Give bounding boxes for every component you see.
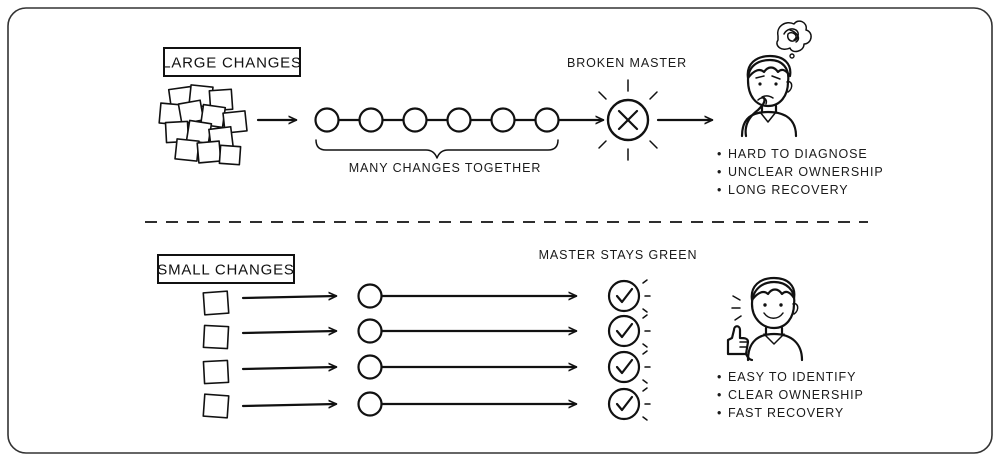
change-circle [534,107,560,133]
small-changes-benefits: • EASY TO IDENTIFY • CLEAR OWNERSHIP • F… [717,370,864,420]
small-change-row [202,314,651,350]
change-circle [490,107,516,133]
change-circle [402,107,428,133]
change-circle [358,107,384,133]
consequence-item: UNCLEAR OWNERSHIP [728,165,884,179]
check-circle-icon [607,387,651,421]
diagram-frame [7,7,993,454]
consequence-item: HARD TO DIAGNOSE [728,147,868,161]
thumbs-up-person-icon [726,276,804,362]
benefit-item: EASY TO IDENTIFY [728,370,856,384]
x-circle-icon [586,79,665,161]
check-circle-icon [607,279,651,313]
bullet-dot: • [717,388,722,402]
many-changes-caption: MANY CHANGES TOGETHER [349,161,542,175]
bullet-dot: • [717,165,722,179]
change-circle [357,354,383,380]
sticky-note-icon [202,393,230,419]
change-circle [357,391,383,417]
change-circle [357,283,383,309]
large-changes-label-text: LARGE CHANGES [162,55,302,72]
bullet-dot: • [717,147,722,161]
benefit-item: CLEAR OWNERSHIP [728,388,864,402]
large-changes-section: LARGE CHANGES [158,20,884,197]
confused-person-icon [740,20,812,138]
sticky-notes-pile-icon [158,84,248,166]
sticky-note-icon [202,359,230,385]
small-change-row [202,279,651,316]
sticky-note-icon [202,324,230,350]
small-change-row [202,350,651,385]
check-circle-icon [607,314,651,348]
sticky-note-icon [202,290,230,316]
change-circle [314,107,340,133]
large-changes-label: LARGE CHANGES [162,47,302,77]
check-circle-icon [607,350,651,384]
change-circle [357,318,383,344]
bullet-dot: • [717,406,722,420]
group-bracket [315,139,559,159]
change-circle [446,107,472,133]
broken-master-caption: BROKEN MASTER [567,56,687,70]
large-changes-consequences: • HARD TO DIAGNOSE • UNCLEAR OWNERSHIP •… [717,147,884,197]
small-changes-label-text: SMALL CHANGES [157,262,294,279]
bullet-dot: • [717,183,722,197]
small-changes-label: SMALL CHANGES [157,254,295,284]
benefit-item: FAST RECOVERY [728,406,844,420]
consequence-item: LONG RECOVERY [728,183,849,197]
small-change-row [202,387,651,421]
bullet-dot: • [717,370,722,384]
changes-chain [314,107,560,133]
small-changes-section: SMALL CHANGES MASTER STAYS GREEN [157,248,864,421]
master-stays-green-caption: MASTER STAYS GREEN [539,248,698,262]
